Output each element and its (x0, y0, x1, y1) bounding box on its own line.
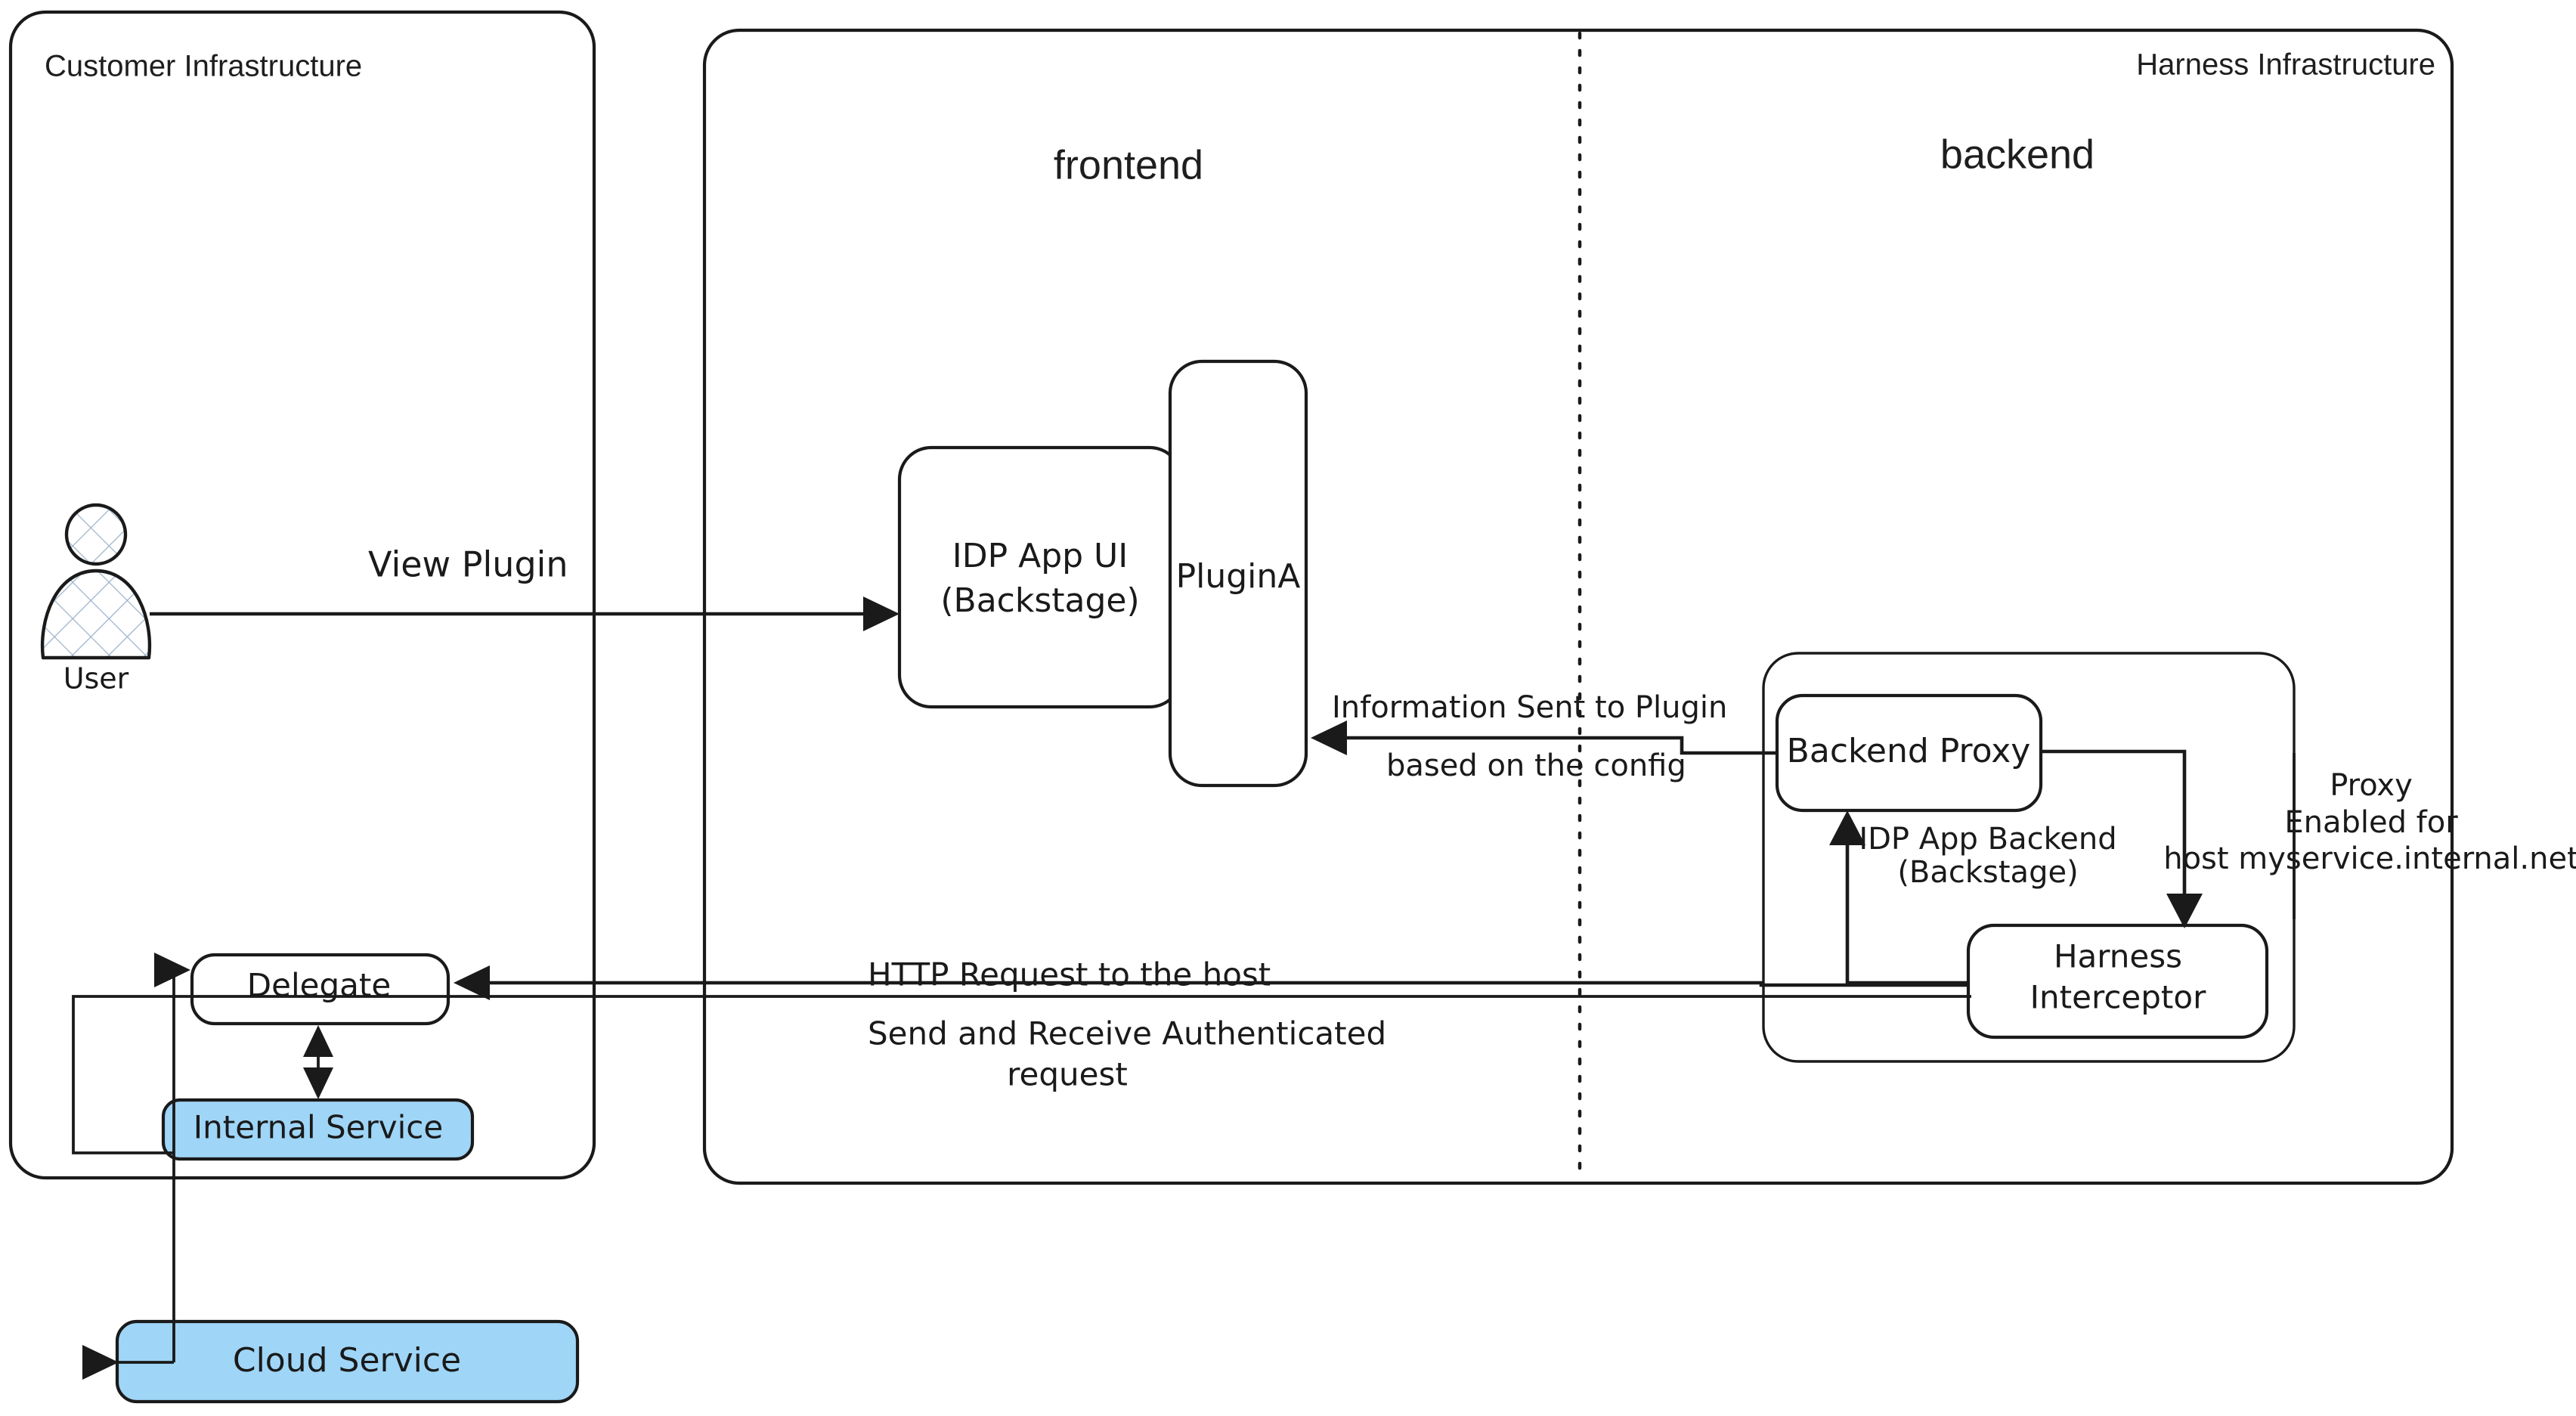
edge-label-send-receive-line2: request (1007, 1056, 1128, 1093)
arrowhead-view-plugin (863, 596, 899, 631)
edge-label-information-sent-line1: Information Sent to Plugin (1332, 690, 1727, 725)
node-backend-proxy: Backend Proxy (1775, 693, 2043, 813)
node-idp-app-ui-line2: (Backstage) (940, 581, 1139, 620)
node-harness-interceptor-line2: Interceptor (2030, 979, 2206, 1016)
node-idp-app-backend-line1: IDP App Backend (1859, 822, 2116, 857)
annotation-proxy-enabled: Proxy Enabled for host myservice.interna… (2163, 753, 2576, 919)
arrowhead-delegate-up (303, 1025, 333, 1057)
arrowhead-information-sent (1311, 720, 1347, 755)
node-idp-app-ui: IDP App UI (Backstage) (897, 445, 1184, 709)
edge-view-plugin: View Plugin (150, 544, 899, 631)
edge-label-http-request: HTTP Request to the host (868, 956, 1271, 993)
node-internal-service: Internal Service (161, 1098, 475, 1161)
arrowhead-to-delegate (154, 953, 190, 987)
node-cloud-service-label: Cloud Service (233, 1341, 461, 1380)
arrowhead-internal-service-down (303, 1067, 333, 1099)
annotation-proxy-enabled-line1: Proxy (2330, 768, 2413, 803)
harness-infrastructure-label: Harness Infrastructure (2136, 48, 2435, 82)
edge-interceptor-to-proxy (1829, 810, 1968, 985)
edge-http-request: HTTP Request to the host Send and Receiv… (454, 956, 1968, 1093)
arrowhead-interceptor-to-proxy (1829, 810, 1865, 845)
edge-label-information-sent-line2: based on the config (1386, 748, 1686, 783)
arrowhead-to-cloud-service (82, 1345, 119, 1380)
node-cloud-service: Cloud Service (115, 1319, 580, 1404)
arrowhead-proxy-to-interceptor (2166, 894, 2203, 928)
edge-proxy-to-interceptor (2041, 749, 2203, 928)
edge-information-sent: Information Sent to Plugin based on the … (1311, 690, 1777, 783)
customer-infrastructure-label: Customer Infrastructure (45, 50, 362, 83)
customer-infrastructure-group: Customer Infrastructure (8, 10, 596, 1180)
arrowhead-http-request (454, 965, 490, 1000)
lane-label-frontend: frontend (1054, 142, 1203, 187)
node-idp-app-ui-line1: IDP App UI (952, 537, 1129, 575)
lane-label-backend: backend (1940, 132, 2095, 177)
node-internal-service-label: Internal Service (194, 1109, 443, 1146)
node-harness-interceptor-line1: Harness (2054, 938, 2182, 975)
node-delegate-label: Delegate (247, 967, 391, 1004)
edge-label-send-receive-line1: Send and Receive Authenticated (868, 1015, 1386, 1052)
annotation-proxy-enabled-line2: Enabled for (2284, 805, 2458, 840)
node-idp-app-backend-line2: (Backstage) (1897, 855, 2078, 890)
node-backend-proxy-label: Backend Proxy (1787, 732, 2031, 770)
edge-delegate-internal-service (303, 1025, 333, 1099)
edge-return-path (72, 953, 1971, 1380)
annotation-proxy-enabled-line3: host myservice.internal.net (2163, 841, 2576, 876)
node-plugin-a: PluginA (1168, 359, 1308, 788)
user-actor: User (40, 503, 152, 696)
user-actor-icon (40, 503, 152, 660)
node-plugin-a-label: PluginA (1176, 557, 1301, 596)
node-harness-interceptor: Harness Interceptor (1966, 923, 2269, 1040)
node-delegate: Delegate (190, 953, 450, 1026)
user-actor-label: User (63, 662, 129, 696)
edge-label-view-plugin: View Plugin (368, 544, 568, 585)
